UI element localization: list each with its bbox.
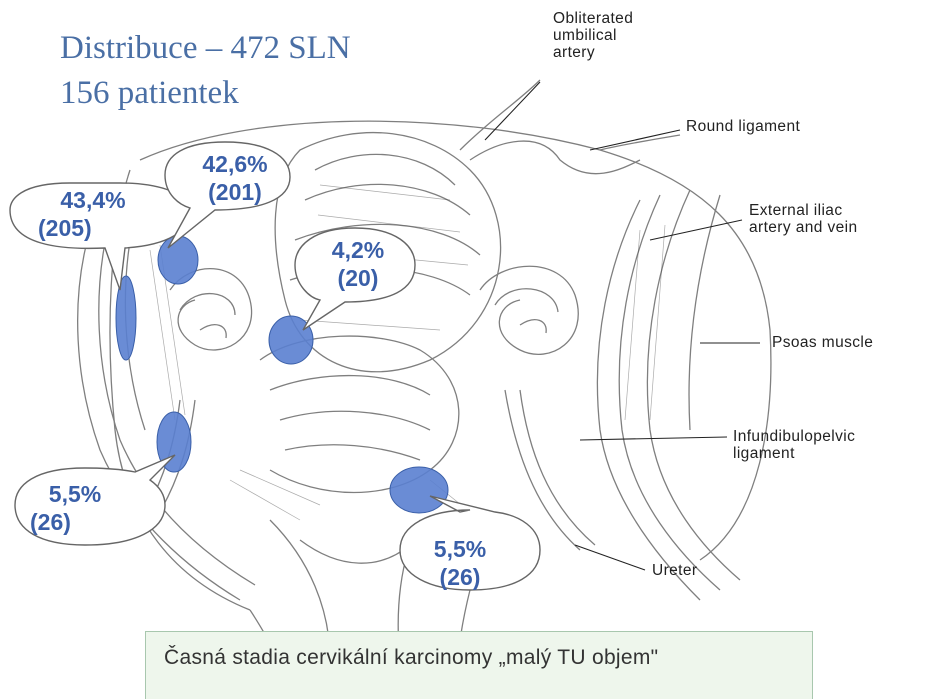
callout-43-4: 43,4% (205)	[38, 186, 148, 242]
label-external-iliac: External iliac artery and vein	[749, 202, 858, 236]
callout-count: (205)	[38, 214, 148, 242]
callout-4-2: 4,2% (20)	[318, 236, 398, 292]
callout-count: (20)	[318, 264, 398, 292]
label-round-ligament: Round ligament	[686, 118, 800, 135]
slide-title-line2: 156 patientek	[60, 75, 239, 112]
sln-node-lower-center	[390, 467, 448, 513]
callout-count: (26)	[420, 563, 500, 591]
label-ureter: Ureter	[652, 562, 697, 579]
label-line: Obliterated	[553, 10, 633, 27]
leader-round-ligament	[590, 130, 680, 150]
callout-percent: 4,2%	[318, 236, 398, 264]
callout-5-5-left: 5,5% (26)	[30, 480, 120, 536]
callout-percent: 43,4%	[38, 186, 148, 214]
footer-box: Časná stadia cervikální karcinomy „malý …	[145, 631, 813, 699]
label-line: umbilical	[553, 27, 633, 44]
slide-title-line1: Distribuce – 472 SLN	[60, 30, 351, 67]
label-line: artery	[553, 44, 633, 61]
callout-5-5-bottom: 5,5% (26)	[420, 535, 500, 591]
label-obliterated-umbilical-artery: Obliterated umbilical artery	[553, 10, 633, 61]
callout-count: (201)	[190, 178, 280, 206]
label-line: Infundibulopelvic	[733, 428, 855, 445]
label-psoas-muscle: Psoas muscle	[772, 334, 873, 351]
footer-text: Časná stadia cervikální karcinomy „malý …	[164, 646, 658, 670]
callout-percent: 5,5%	[420, 535, 500, 563]
label-line: ligament	[733, 445, 855, 462]
callout-percent: 5,5%	[30, 480, 120, 508]
leader-external-iliac	[650, 220, 742, 240]
label-line: External iliac	[749, 202, 858, 219]
callout-42-6: 42,6% (201)	[190, 150, 280, 206]
callout-count: (26)	[30, 508, 120, 536]
leader-ureter	[575, 545, 645, 570]
label-line: artery and vein	[749, 219, 858, 236]
label-infundibulopelvic-ligament: Infundibulopelvic ligament	[733, 428, 855, 462]
sln-node-left-upper	[158, 236, 198, 284]
leader-obliterated	[485, 82, 540, 140]
callout-percent: 42,6%	[190, 150, 280, 178]
